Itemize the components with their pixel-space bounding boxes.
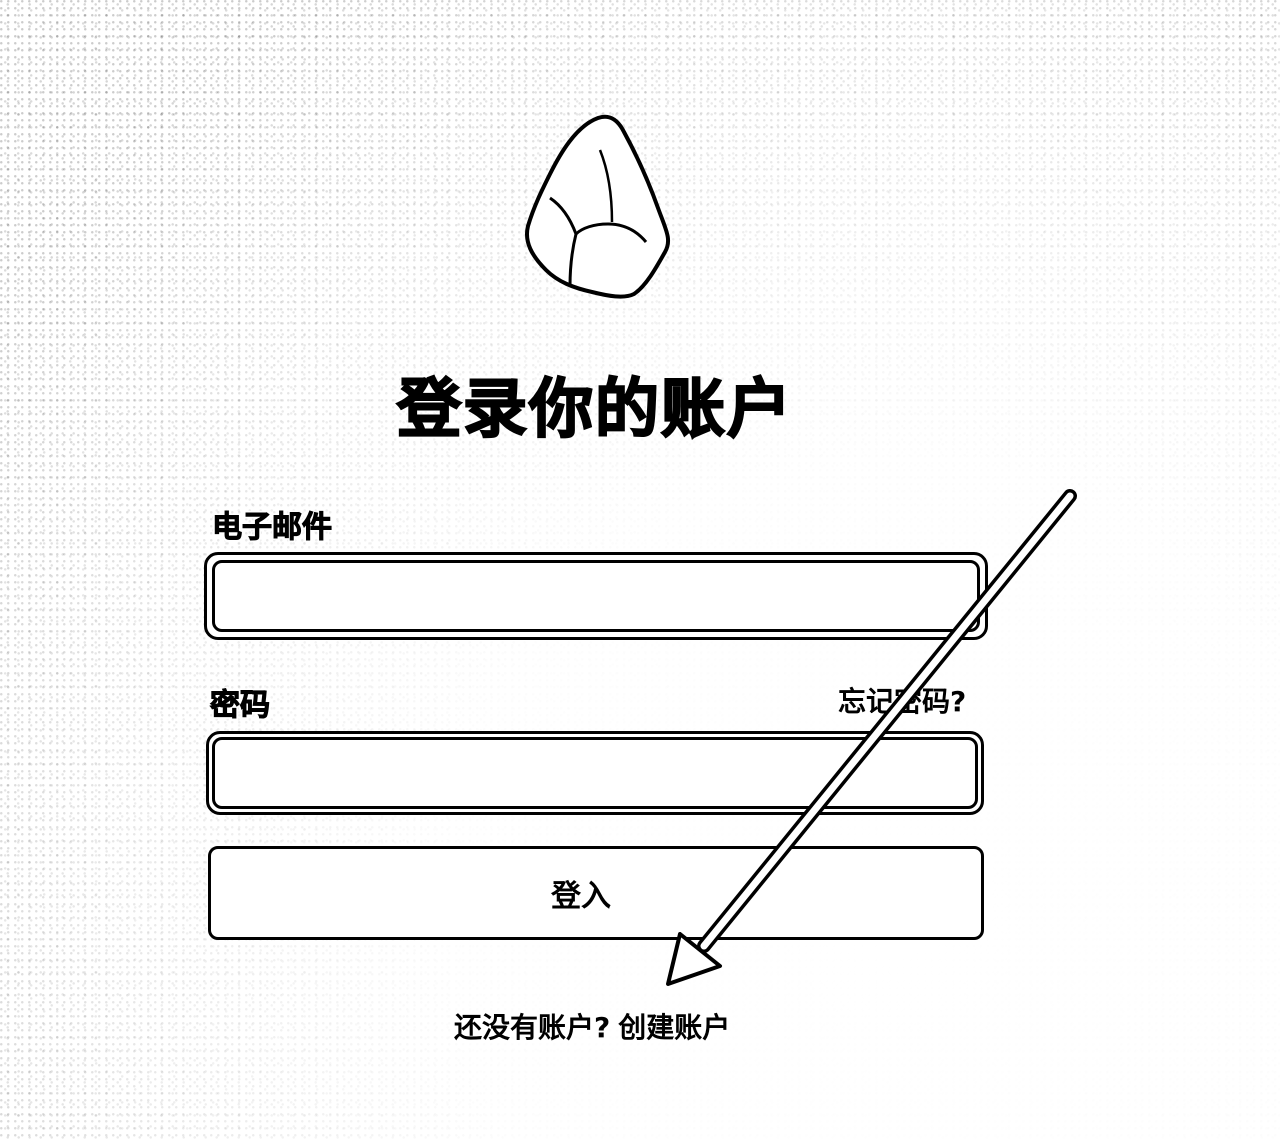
stone-logo-icon [525,114,670,299]
signup-prompt-text: 还没有账户? [454,1011,611,1044]
email-field[interactable] [204,552,988,640]
password-input[interactable] [215,740,975,806]
password-field[interactable] [206,731,984,815]
password-label: 密码 [210,688,271,724]
email-label: 电子邮件 [212,510,333,546]
email-field-inner [212,560,980,632]
signup-prompt: 还没有账户?创建账户 [454,1006,730,1046]
password-field-inner [212,737,978,809]
email-input[interactable] [215,563,977,629]
page-title: 登录你的账户 [396,372,793,448]
login-button[interactable]: 登入 [208,846,984,940]
login-button-label: 登入 [551,879,611,914]
forgot-password-link[interactable]: 忘记密码? [838,685,967,718]
create-account-link[interactable]: 创建账户 [618,1011,731,1044]
